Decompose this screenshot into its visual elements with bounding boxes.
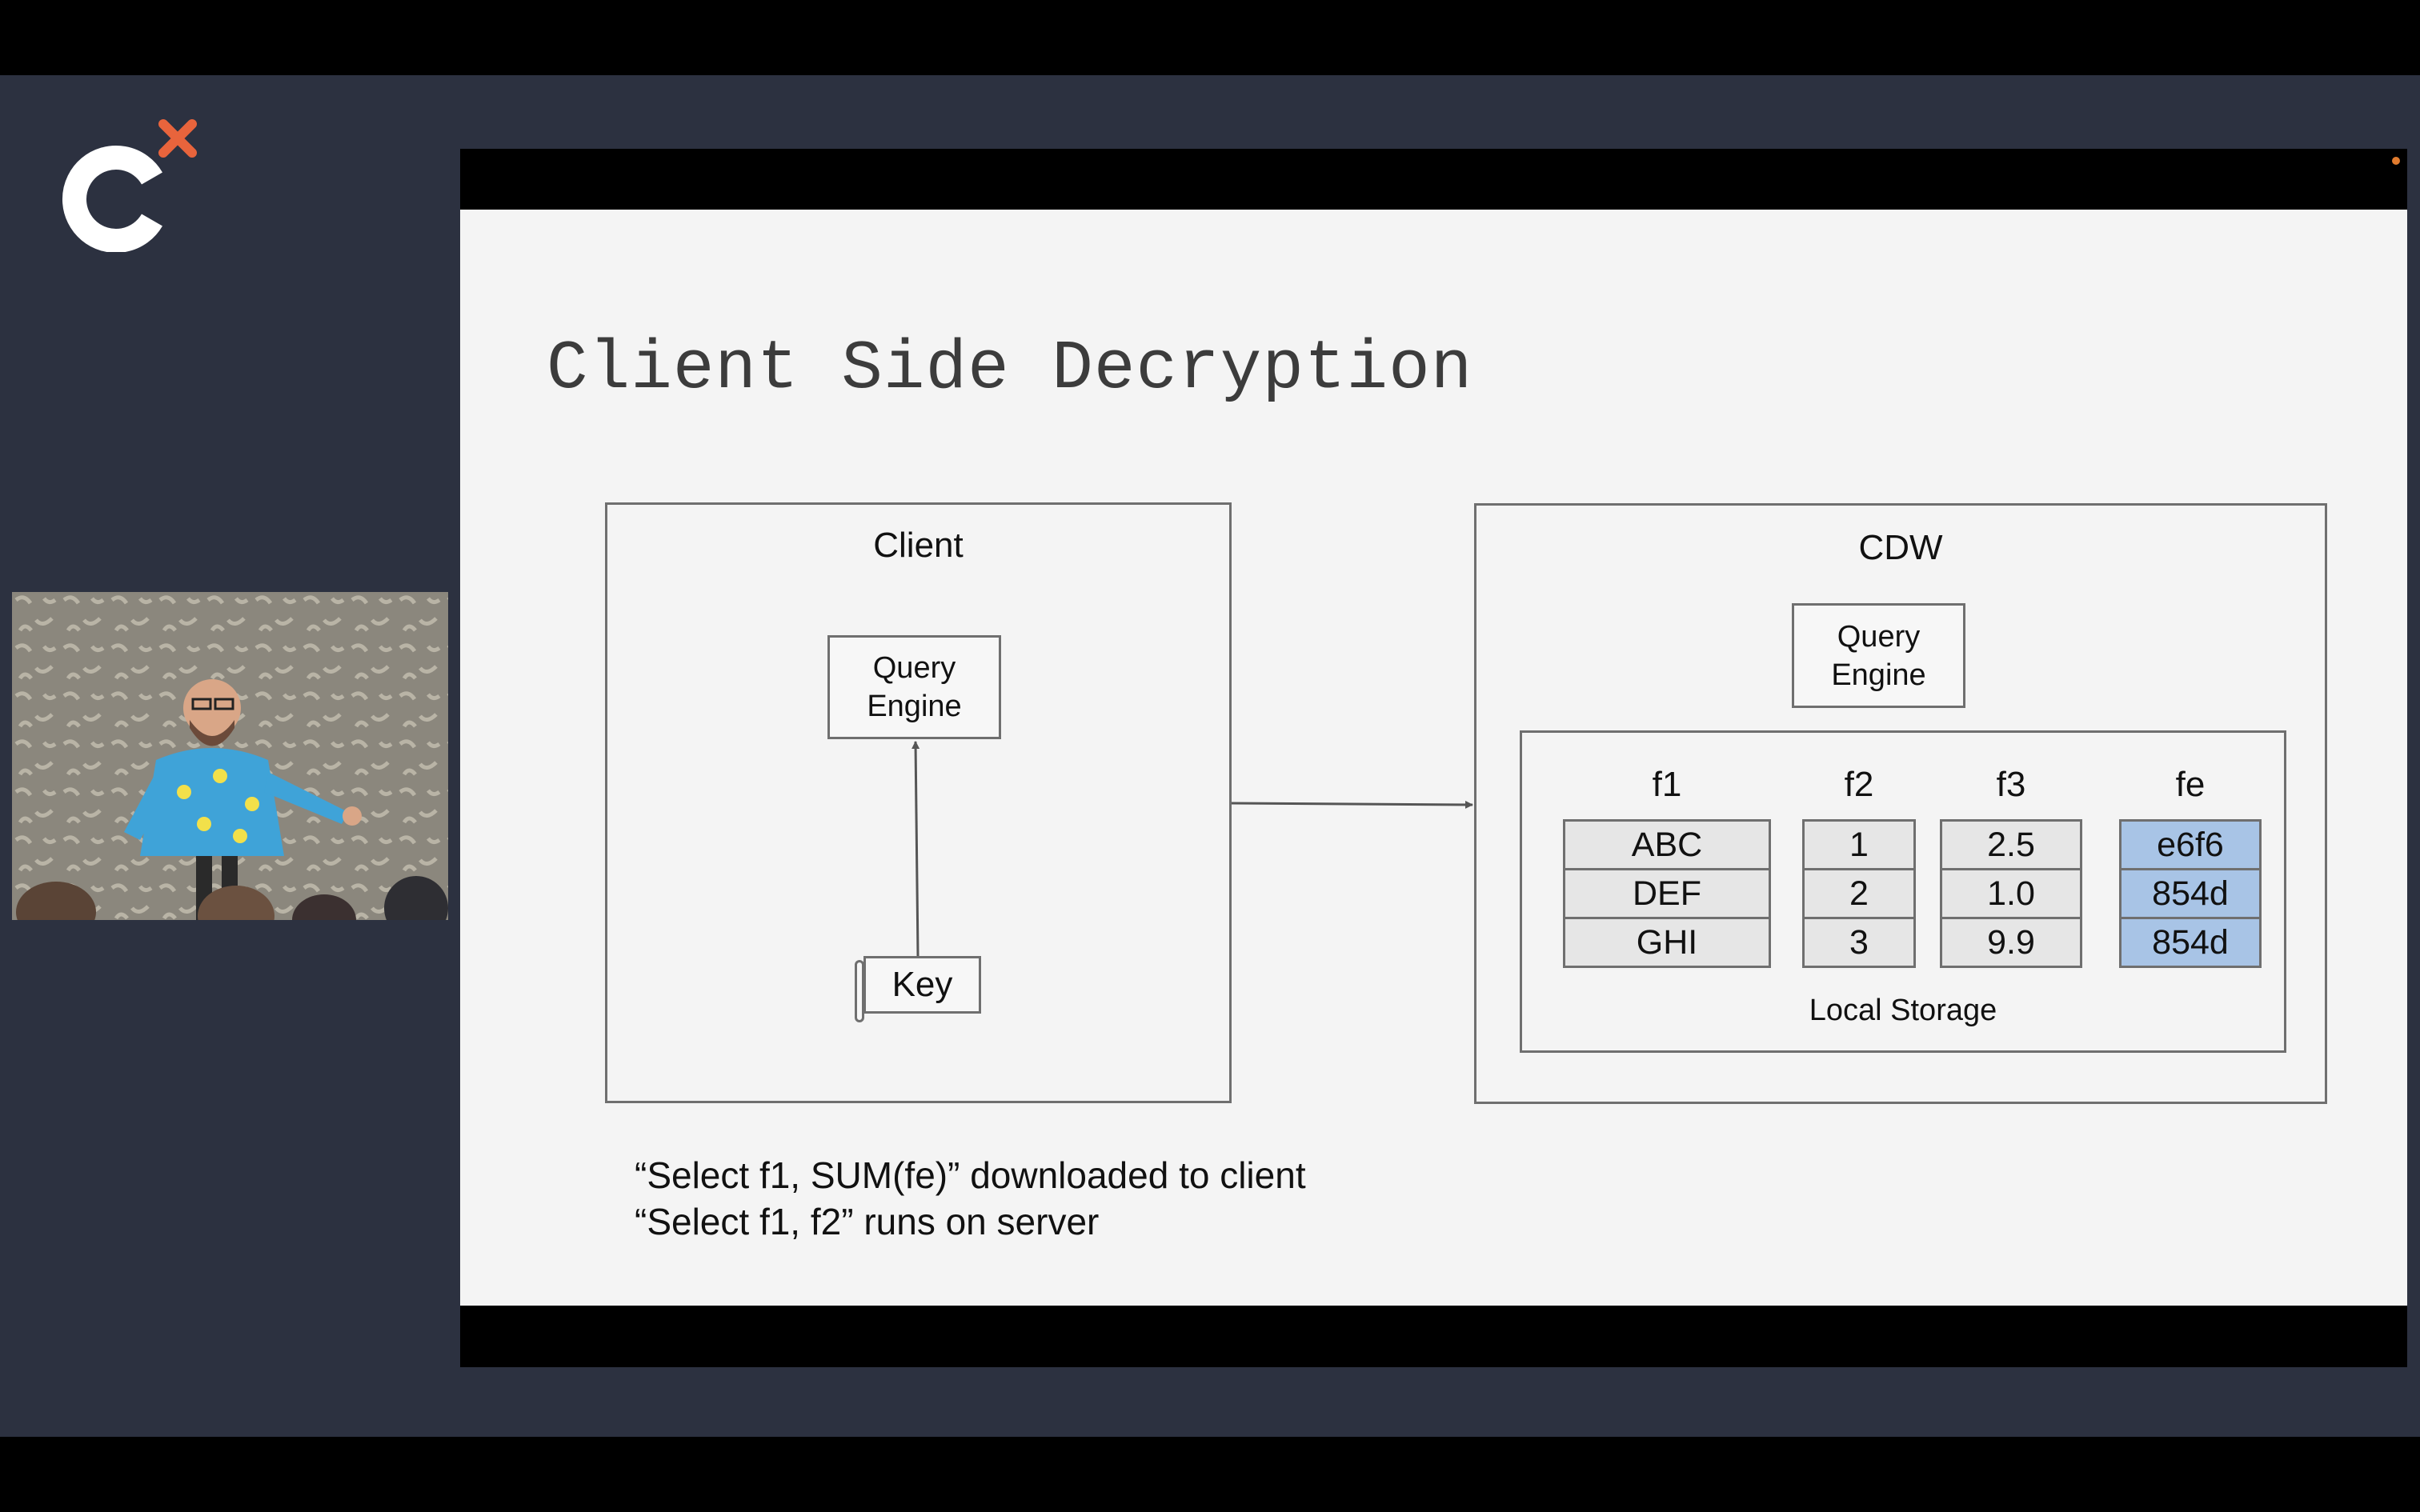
conference-logo — [62, 119, 197, 252]
cell-f3-row1: 2.5 — [1940, 819, 2082, 870]
column-header-f2: f2 — [1844, 765, 1874, 804]
column-header-fe: fe — [2175, 765, 2206, 804]
cdw-query-engine-box: Query Engine — [1792, 603, 1965, 708]
key-scroll-edge — [855, 960, 864, 1022]
presentation-slide: Client Side Decryption Client Query Engi… — [460, 210, 2407, 1306]
column-header-f3: f3 — [1996, 765, 2026, 804]
local-storage-label: Local Storage — [1809, 994, 1997, 1027]
caption-line-2: “Select f1, f2” runs on server — [635, 1201, 1100, 1242]
recording-indicator-icon — [2392, 157, 2400, 165]
column-header-f1: f1 — [1652, 765, 1682, 804]
client-query-engine-box: Query Engine — [827, 635, 1001, 739]
cell-f2-row2: 2 — [1802, 868, 1916, 919]
cell-f1-row3: GHI — [1563, 917, 1771, 968]
key-to-engine-arrow — [912, 741, 920, 957]
client-panel-title: Client — [873, 526, 964, 565]
diagram-arrows — [912, 741, 1473, 957]
cell-f2-row3: 3 — [1802, 917, 1916, 968]
client-to-cdw-arrow — [1231, 800, 1473, 809]
key-box: Key — [863, 956, 981, 1014]
cdw-query-engine-label: Query Engine — [1831, 619, 1926, 692]
cell-fe-row1: e6f6 — [2119, 819, 2262, 870]
cell-f3-row3: 9.9 — [1940, 917, 2082, 968]
cell-f3-row2: 1.0 — [1940, 868, 2082, 919]
speaker-video-feed — [12, 592, 448, 920]
cdw-panel-title: CDW — [1858, 528, 1943, 567]
caption-line-1: “Select f1, SUM(fe)” downloaded to clien… — [635, 1154, 1306, 1196]
cell-f1-row2: DEF — [1563, 868, 1771, 919]
slide-title: Client Side Decryption — [547, 330, 1473, 408]
cell-f2-row1: 1 — [1802, 819, 1916, 870]
client-query-engine-label: Query Engine — [867, 651, 962, 723]
key-label: Key — [891, 965, 953, 1004]
cell-fe-row3: 854d — [2119, 917, 2262, 968]
